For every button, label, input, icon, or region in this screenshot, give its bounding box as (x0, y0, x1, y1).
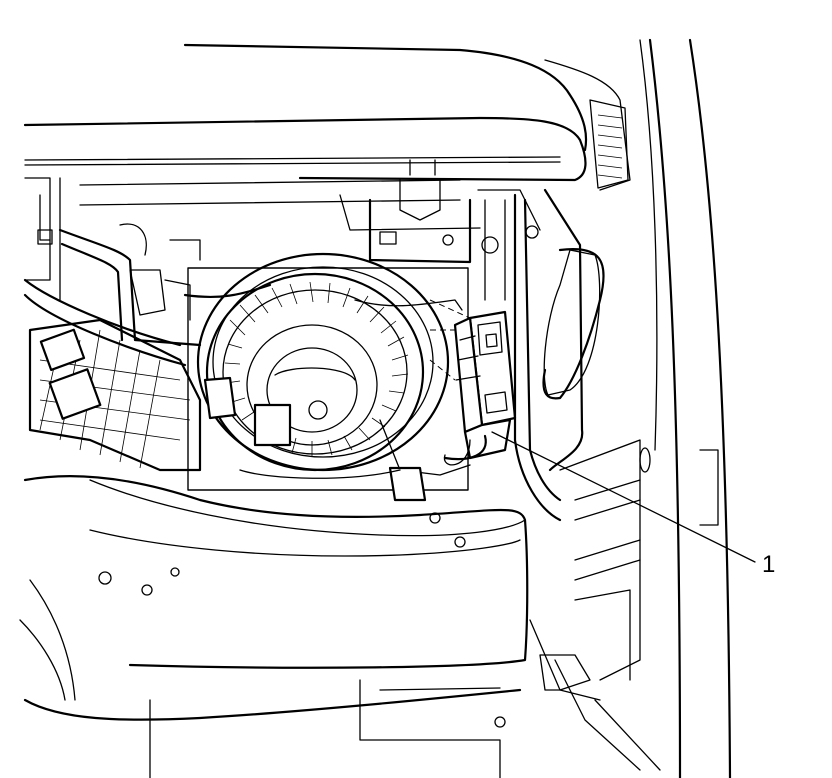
leader-line (491, 431, 756, 563)
floor-structure (149, 619, 661, 778)
callout-number: 1 (762, 551, 775, 578)
left-bracket-and-harness (23, 177, 202, 367)
instrument-panel-top (23, 43, 631, 191)
callout-1: 1 (491, 431, 775, 578)
blower-motor-assembly (183, 252, 469, 502)
side-panel (513, 188, 605, 522)
blower-wheel (205, 272, 425, 472)
dash-support-bracket (79, 159, 541, 301)
lower-trim-panel (19, 419, 529, 721)
control-module (443, 310, 517, 466)
hvac-duct-housing (28, 318, 202, 472)
vent-grille (589, 99, 629, 189)
door-frame (559, 38, 732, 778)
